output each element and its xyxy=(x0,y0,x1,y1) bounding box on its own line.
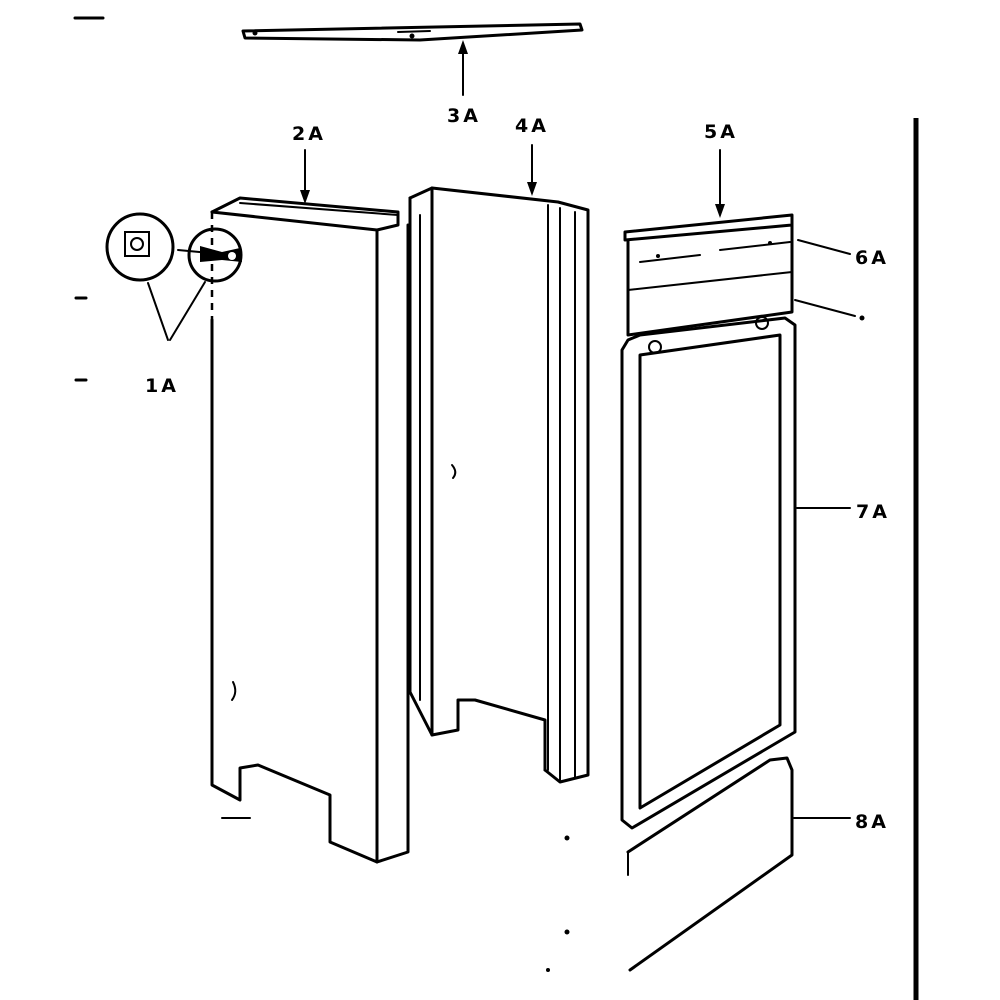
arrow-5a xyxy=(715,204,725,218)
label-8a: 8A xyxy=(855,811,889,833)
part-4a-back-panel xyxy=(408,186,590,784)
part-1a-lock-detail xyxy=(105,212,243,283)
part-3a-top-strip xyxy=(241,22,584,42)
part-6a-control-panel xyxy=(626,223,794,337)
label-5a: 5A xyxy=(704,121,738,143)
label-2a: 2A xyxy=(292,123,326,145)
key-icon xyxy=(200,246,242,262)
label-6a: 6A xyxy=(855,247,889,269)
leader-6a-dot xyxy=(859,315,865,321)
leader-6a-lower xyxy=(794,299,856,317)
label-1a: 1A xyxy=(145,375,179,397)
part-2a-side-panel xyxy=(210,196,410,864)
leader-1a-left xyxy=(147,282,169,341)
part-5a-top-trim xyxy=(623,213,794,242)
arrow-2a xyxy=(300,190,310,204)
label-7a: 7A xyxy=(856,501,890,523)
part-8a-kick-plate xyxy=(546,756,794,972)
leader-6a xyxy=(797,239,851,255)
part-7a-door-frame xyxy=(620,316,797,830)
leader-1a-right xyxy=(169,281,206,341)
label-3a: 3A xyxy=(447,105,481,127)
arrow-3a xyxy=(458,40,468,54)
arrow-4a xyxy=(527,182,537,196)
label-4a: 4A xyxy=(515,115,549,137)
